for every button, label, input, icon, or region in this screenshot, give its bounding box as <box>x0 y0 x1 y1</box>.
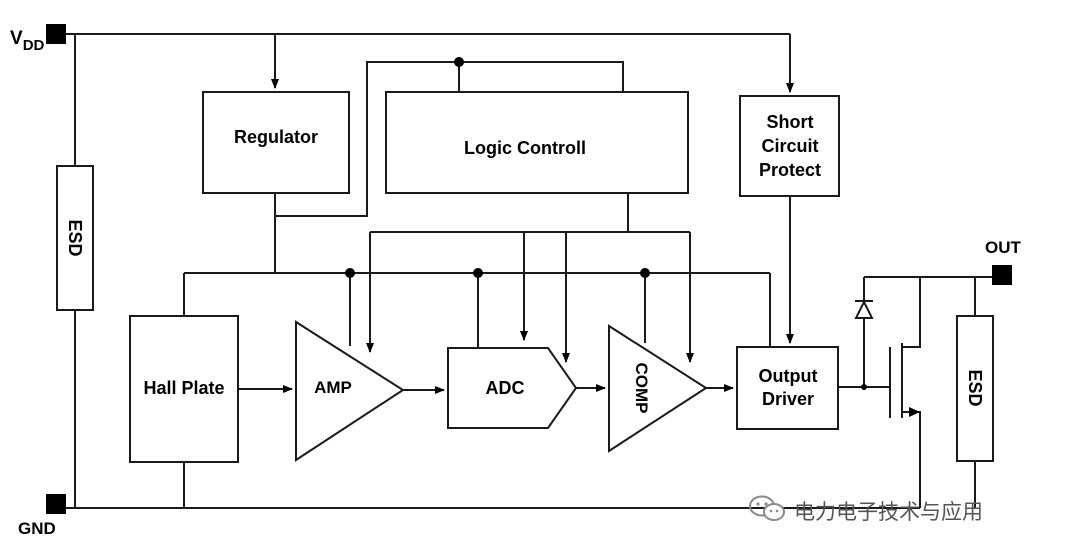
amp-label: AMP <box>314 378 352 397</box>
esd-right-label: ESD <box>965 369 985 406</box>
gnd-pin <box>46 494 66 514</box>
comp-triangle <box>608 324 708 453</box>
nmos-transistor <box>889 277 921 461</box>
watermark-text: 电力电子技术与应用 <box>794 500 983 524</box>
short-circuit-label-line3: Protect <box>759 160 821 180</box>
signal-path <box>238 196 794 394</box>
out-label: OUT <box>985 238 1022 257</box>
regulator-block <box>202 91 350 194</box>
junction-dot <box>640 268 650 278</box>
vdd-pin <box>46 24 66 44</box>
output-driver-block <box>736 346 839 430</box>
vdd-label: VDD <box>10 28 45 54</box>
watermark: 电力电子技术与应用 <box>748 495 983 528</box>
adc-block <box>447 347 578 429</box>
hall-plate-block <box>129 315 239 463</box>
esd-left-label: ESD <box>65 219 85 256</box>
vdd-rail <box>56 33 794 166</box>
esd-left-block <box>56 165 94 311</box>
output-driver-label-line1: Output <box>759 366 818 386</box>
regulator-label: Regulator <box>234 127 318 147</box>
hall-plate-label: Hall Plate <box>143 378 224 398</box>
junction-dot <box>454 57 464 67</box>
comp-label: COMP <box>632 363 651 414</box>
amp-triangle <box>295 320 405 462</box>
logic-control-bus <box>366 193 694 363</box>
logic-control-block <box>385 91 689 194</box>
short-circuit-protect-block <box>739 95 840 197</box>
short-circuit-label-line1: Short <box>767 112 814 132</box>
adc-label: ADC <box>486 378 525 398</box>
output-driver-label-line2: Driver <box>762 389 814 409</box>
gnd-label: GND <box>18 519 56 538</box>
out-pin <box>992 265 1012 285</box>
short-circuit-label-line2: Circuit <box>761 136 818 156</box>
bias-bus <box>183 193 771 348</box>
junction-dot <box>473 268 483 278</box>
diode-symbol <box>854 299 874 319</box>
junction-dot <box>345 268 355 278</box>
junction-dot <box>861 384 867 390</box>
wechat-icon <box>748 495 788 528</box>
logic-control-label: Logic Controll <box>464 138 586 158</box>
